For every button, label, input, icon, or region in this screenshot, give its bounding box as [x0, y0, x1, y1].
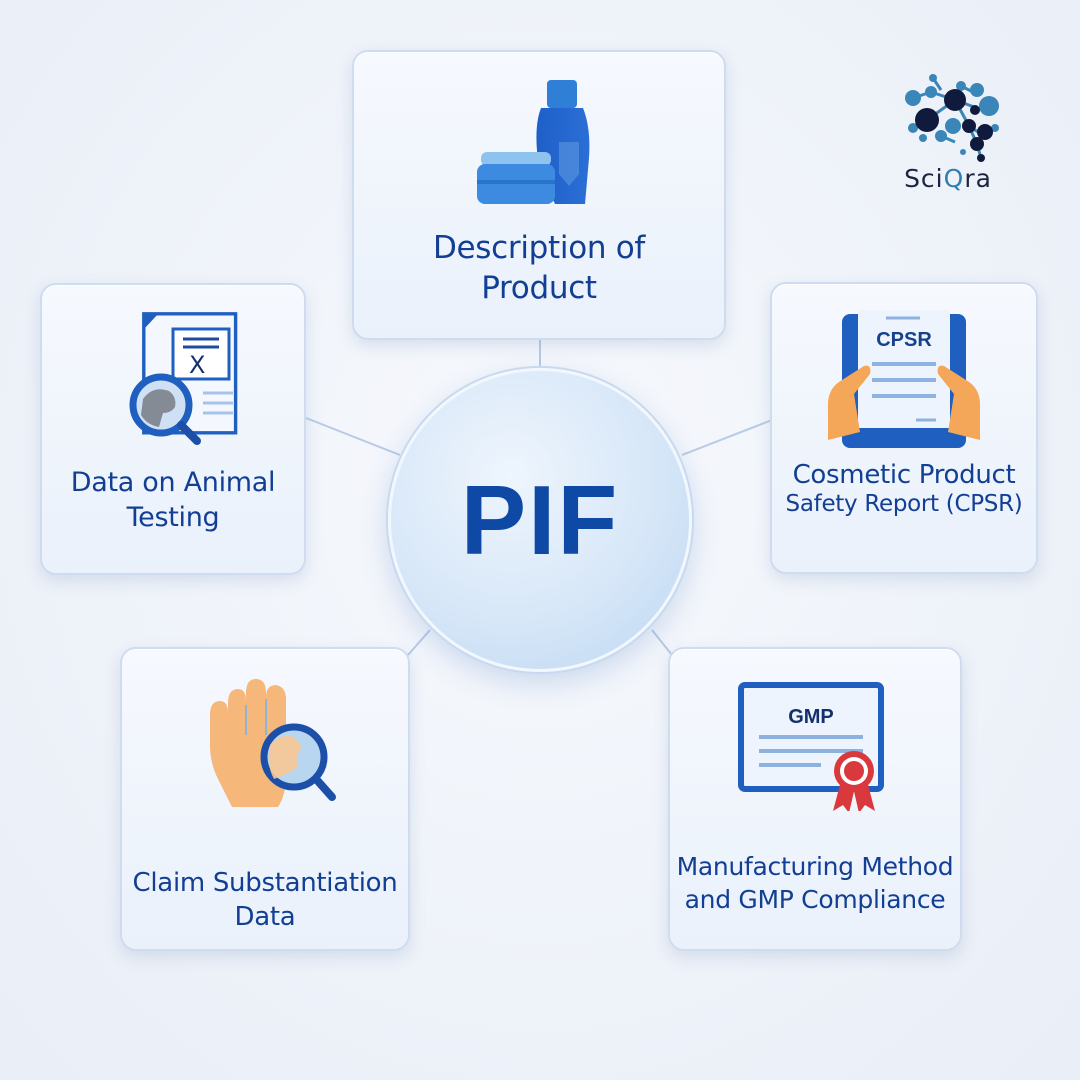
node-label: Cosmetic Product Safety Report (CPSR) [785, 460, 1023, 518]
hand-magnifier-icon [210, 679, 336, 807]
connector-left [305, 417, 401, 456]
node-cpsr[interactable]: CPSR Cosmetic Product Safety Report (CPS… [770, 282, 1038, 574]
node-manufacturing-gmp[interactable]: GMP Manufacturing Method and GMP Complia… [668, 647, 962, 951]
svg-text:X: X [189, 351, 205, 379]
connector-bottom-right [651, 629, 673, 656]
svg-text:GMP: GMP [788, 706, 834, 728]
node-label: Data on Animal Testing [70, 467, 276, 534]
pif-hub[interactable]: PIF [388, 368, 692, 672]
node-label: Manufacturing Method and GMP Compliance [676, 852, 954, 914]
connector-right [681, 419, 773, 456]
node-label: Claim Substantiation Data [132, 868, 398, 932]
brand-name: SciQra [904, 164, 992, 193]
node-claim-substantiation-data[interactable]: Claim Substantiation Data [120, 647, 410, 951]
svg-text:CPSR: CPSR [876, 329, 932, 351]
brain-network-icon [905, 74, 999, 162]
certificate-ribbon-icon: GMP [738, 682, 884, 811]
cosmetic-bottle-jar-icon [477, 80, 590, 204]
hub-label: PIF [460, 464, 620, 575]
hands-holding-report-icon: CPSR [828, 310, 980, 448]
document-magnifier-animal-icon: X [129, 312, 238, 445]
sciqra-logo: SciQra [888, 70, 1008, 193]
node-label: Description of Product [432, 230, 646, 307]
node-description-of-product[interactable]: Description of Product [352, 50, 726, 340]
connector-bottom-left [407, 629, 431, 656]
node-data-on-animal-testing[interactable]: X Data on Animal Testing [40, 283, 306, 575]
